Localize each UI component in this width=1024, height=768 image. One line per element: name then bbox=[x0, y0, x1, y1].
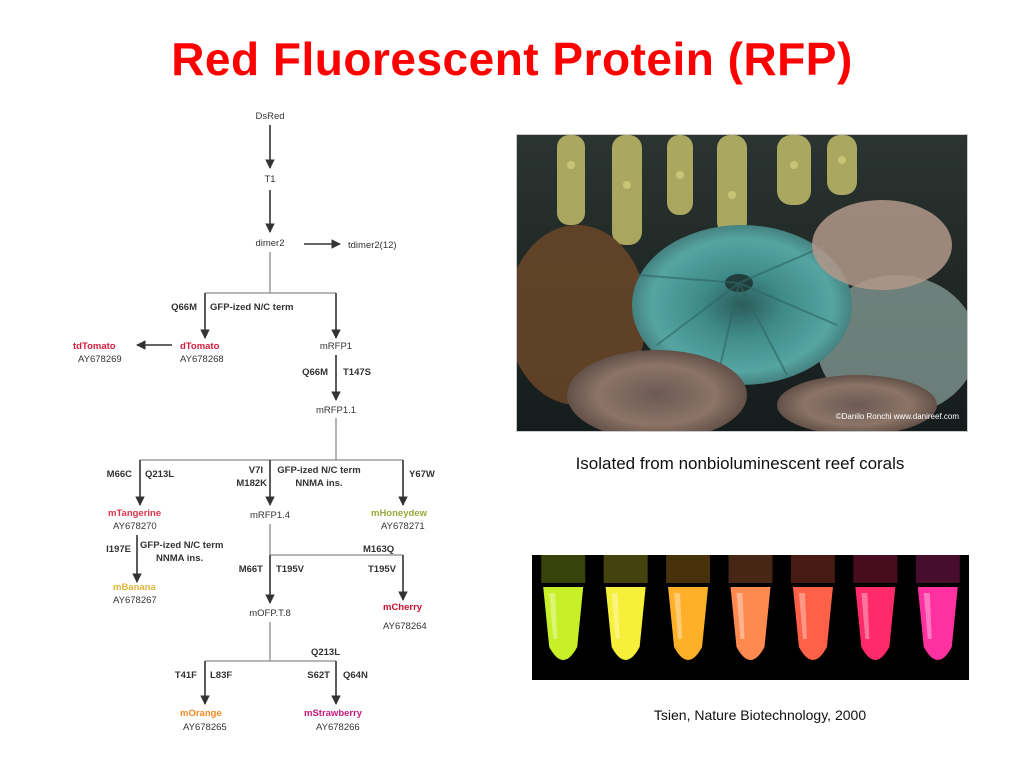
mutation-q64n: Q64N bbox=[343, 670, 368, 681]
node-mrfp1: mRFP1 bbox=[320, 341, 352, 352]
accession-morange: AY678265 bbox=[183, 722, 227, 733]
coral-photo: ©Danilo Ronchi www.danireef.com bbox=[516, 134, 968, 432]
tube bbox=[603, 555, 648, 660]
coral-caption: Isolated from nonbioluminescent reef cor… bbox=[575, 454, 905, 473]
tube bbox=[790, 555, 835, 660]
accession-tdtomato: AY678269 bbox=[78, 354, 122, 365]
mutation-q66m-b: Q66M bbox=[302, 367, 328, 378]
mutation-l83f: L83F bbox=[210, 670, 232, 681]
node-mrfp14: mRFP1.4 bbox=[250, 510, 290, 521]
node-dtomato: dTomato bbox=[180, 341, 220, 352]
accession-mhoneydew: AY678271 bbox=[381, 521, 425, 532]
accession-mbanana: AY678267 bbox=[113, 595, 157, 606]
accession-mstrawberry: AY678266 bbox=[316, 722, 360, 733]
rfp-lineage-diagram: DsRed T1 dimer2 tdimer2(12) Q66M GFP-ize… bbox=[73, 111, 435, 733]
node-mbanana: mBanana bbox=[113, 582, 156, 593]
mutation-y67w: Y67W bbox=[409, 469, 435, 480]
node-mofpt8: mOFP.T.8 bbox=[249, 608, 291, 619]
slide-title: Red Fluorescent Protein (RFP) bbox=[171, 33, 853, 85]
node-mcherry: mCherry bbox=[383, 602, 423, 613]
node-t1: T1 bbox=[264, 174, 275, 185]
mutation-m66c: M66C bbox=[107, 469, 132, 480]
accession-dtomato: AY678268 bbox=[180, 354, 224, 365]
mutation-i197e: I197E bbox=[106, 544, 131, 555]
mutation-m163q: M163Q bbox=[363, 544, 394, 555]
mutation-t195v-a: T195V bbox=[276, 564, 305, 575]
node-dsred: DsRed bbox=[255, 111, 284, 122]
mutation-gfp-ized-a: GFP-ized N/C term bbox=[210, 302, 293, 313]
node-mrfp11: mRFP1.1 bbox=[316, 405, 356, 416]
mutation-v7i: V7I bbox=[249, 465, 263, 476]
citation: Tsien, Nature Biotechnology, 2000 bbox=[653, 707, 867, 723]
mutation-gfp-ized-b: GFP-ized N/C term bbox=[277, 465, 360, 476]
mutation-m182k: M182K bbox=[236, 478, 267, 489]
node-tdimer2: tdimer2(12) bbox=[348, 240, 397, 251]
tube bbox=[728, 555, 773, 660]
mutation-s62t: S62T bbox=[307, 670, 330, 681]
node-dimer2: dimer2 bbox=[255, 238, 284, 249]
mutation-t41f: T41F bbox=[175, 670, 197, 681]
tube bbox=[541, 555, 586, 660]
tube bbox=[666, 555, 711, 660]
accession-mcherry: AY678264 bbox=[383, 621, 427, 632]
tube bbox=[915, 555, 960, 660]
accession-mtangerine: AY678270 bbox=[113, 521, 157, 532]
fluorescent-tubes-photo bbox=[532, 555, 969, 680]
node-mhoneydew: mHoneydew bbox=[371, 508, 428, 519]
mutation-q213l-a: Q213L bbox=[145, 469, 174, 480]
photo-credit: ©Danilo Ronchi www.danireef.com bbox=[836, 412, 960, 421]
mutation-t147s: T147S bbox=[343, 367, 371, 378]
mutation-nnma-b: NNMA ins. bbox=[295, 478, 342, 489]
mutation-nnma-c: NNMA ins. bbox=[156, 553, 203, 564]
node-morange: mOrange bbox=[180, 708, 222, 719]
node-mtangerine: mTangerine bbox=[108, 508, 161, 519]
mutation-gfp-ized-c: GFP-ized N/C term bbox=[140, 540, 223, 551]
node-tdtomato: tdTomato bbox=[73, 341, 116, 352]
mutation-q213l-b: Q213L bbox=[311, 647, 340, 658]
mutation-t195v-b: T195V bbox=[368, 564, 397, 575]
tube bbox=[853, 555, 898, 660]
node-mstrawberry: mStrawberry bbox=[304, 708, 363, 719]
mutation-m66t: M66T bbox=[239, 564, 263, 575]
mutation-q66m-a: Q66M bbox=[171, 302, 197, 313]
